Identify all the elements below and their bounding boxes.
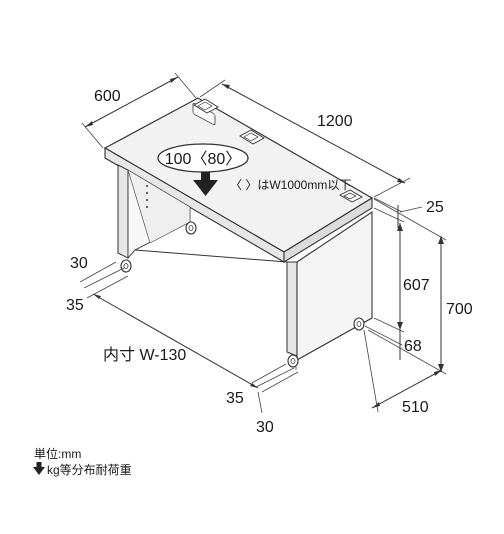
dim-total-height: 700 <box>446 301 473 318</box>
dim-depth-bottom: 510 <box>402 399 429 416</box>
outlet-icon <box>239 129 265 145</box>
pedestal-side <box>296 210 373 361</box>
down-arrow-icon <box>33 462 45 475</box>
dim-caster-right-b: 30 <box>256 419 274 436</box>
down-arrow-icon <box>193 172 218 196</box>
dim-caster-left-a: 30 <box>70 255 88 272</box>
pedestal-front <box>286 261 298 357</box>
load-value: 100〈80〉 <box>165 151 242 168</box>
dim-top-thickness: 25 <box>426 199 444 216</box>
caster-icon <box>287 354 299 368</box>
caster-icon <box>185 221 197 235</box>
dim-inner-width: 内寸 W-130 <box>103 346 186 364</box>
outlet-icon <box>339 189 363 203</box>
legend-load-label: kg等分布耐荷重 <box>47 463 132 477</box>
dim-caster-right-a: 35 <box>226 390 244 407</box>
dim-bottom-gap: 68 <box>404 338 422 355</box>
dim-inner-height: 607 <box>403 277 430 294</box>
caster-icon <box>120 259 132 273</box>
load-note: 〈 〉はW1000mm以下 <box>230 178 351 192</box>
dim-caster-left-b: 35 <box>66 297 84 314</box>
left-side-panel <box>117 164 129 259</box>
caster-icon <box>353 317 365 331</box>
legend-unit: 単位:mm <box>34 446 81 461</box>
desktop-side-edge <box>283 197 373 263</box>
dim-depth-top: 600 <box>94 88 121 105</box>
outlet-icon <box>193 98 219 114</box>
dim-width-top: 1200 <box>317 113 353 130</box>
